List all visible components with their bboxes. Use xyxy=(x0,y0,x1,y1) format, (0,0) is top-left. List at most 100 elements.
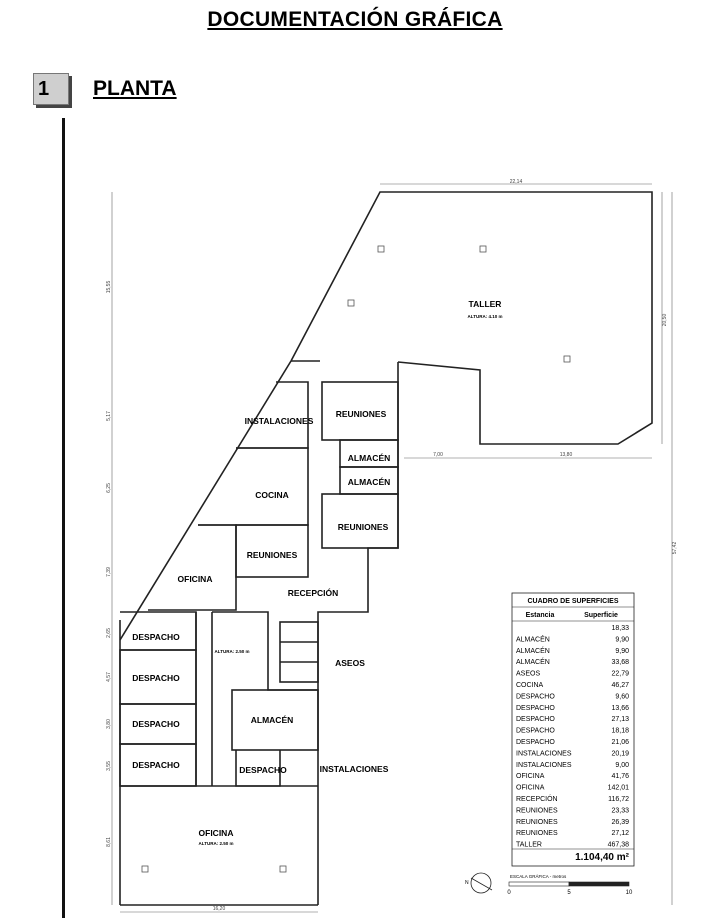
area-table-room: DESPACHO xyxy=(516,716,555,723)
area-table-col-area: Superficie xyxy=(584,612,618,619)
scale-tick-5: 5 xyxy=(567,890,571,896)
area-table-room: ALMACÉN xyxy=(516,646,550,655)
dim-left-7: 3,80 xyxy=(106,719,112,729)
almacen-3-walls xyxy=(231,689,319,751)
dimension-lines xyxy=(111,183,673,913)
plan-walls xyxy=(119,191,653,906)
area-table-value: 142,01 xyxy=(608,785,630,792)
column xyxy=(347,299,355,307)
area-table-value: 41,76 xyxy=(611,773,629,780)
despacho-1-walls xyxy=(120,611,197,651)
room-label-oficina-1: OFICINA xyxy=(178,574,213,584)
room-label-instalaciones-top: INSTALACIONES xyxy=(245,416,314,426)
aseos-walls xyxy=(279,621,319,683)
area-table-room: OFICINA xyxy=(516,773,545,780)
dim-top: 22,14 xyxy=(510,179,523,185)
room-label-reuniones-1: REUNIONES xyxy=(336,409,387,419)
area-table-room: ALMACÉN xyxy=(516,634,550,643)
dim-inner-right: 13,80 xyxy=(560,452,573,458)
area-table-value: 27,13 xyxy=(611,716,629,723)
area-table-room: ALMACÉN xyxy=(516,657,550,666)
column xyxy=(141,865,149,873)
room-label-almacen-3: ALMACÉN xyxy=(251,715,294,725)
taller-walls xyxy=(290,191,653,445)
area-table-value: 116,72 xyxy=(608,796,629,803)
area-table-value: 23,33 xyxy=(611,807,629,814)
reuniones-3-walls xyxy=(321,493,399,549)
area-table-room: COCINA xyxy=(516,682,544,689)
area-table-room: OFICINA xyxy=(516,785,545,792)
section-number: 1 xyxy=(33,73,69,105)
dim-left-5: 2,65 xyxy=(106,628,112,638)
area-table-value: 33,68 xyxy=(611,659,629,666)
scale-segment xyxy=(508,881,570,887)
dim-right-taller: 20,50 xyxy=(662,314,668,327)
section-title: PLANTA xyxy=(93,77,177,100)
east-facade xyxy=(317,440,399,780)
area-table-value: 18,33 xyxy=(611,625,629,632)
room-labels: TALLER ALTURA: 4.10 m INSTALACIONES REUN… xyxy=(132,299,502,846)
scale-tick-10: 10 xyxy=(626,890,633,896)
area-table-value: 46,27 xyxy=(611,682,629,689)
room-height-corridor: ALTURA: 2.50 m xyxy=(215,649,250,654)
room-label-recepcion: RECEPCIÓN xyxy=(288,587,339,598)
dim-left-3: 6,25 xyxy=(106,483,112,493)
dim-left-4: 7,39 xyxy=(106,567,112,577)
room-label-aseos: ASEOS xyxy=(335,658,365,668)
area-table-value: 26,39 xyxy=(611,819,629,826)
area-table-value: 22,79 xyxy=(611,671,629,678)
diagonal-facade xyxy=(119,360,292,641)
room-label-reuniones-3: REUNIONES xyxy=(338,522,389,532)
north-arrow-pointer xyxy=(470,877,493,891)
area-table-value: 9,90 xyxy=(615,636,629,643)
section-rule xyxy=(62,118,65,918)
room-label-despacho-3: DESPACHO xyxy=(132,719,180,729)
area-table-room: DESPACHO xyxy=(516,739,555,746)
area-table-value: 18,18 xyxy=(611,728,629,735)
dim-left-1: 15,55 xyxy=(106,281,112,294)
column xyxy=(479,245,487,253)
north-arrow-icon xyxy=(470,872,492,894)
area-table-room: INSTALACIONES xyxy=(516,762,572,769)
dim-left-9: 8,61 xyxy=(106,837,112,847)
area-table-room: REUNIONES xyxy=(516,807,558,814)
column xyxy=(563,355,571,363)
scale-bar: N ESCALA GRÁFICA - metros 0 5 10 xyxy=(465,872,633,896)
room-label-despacho-5: DESPACHO xyxy=(239,765,287,775)
dim-left-2: 5,17 xyxy=(106,411,112,421)
area-table-room: DESPACHO xyxy=(516,728,555,735)
area-table-value: 9,60 xyxy=(615,693,629,700)
area-table-value: 13,66 xyxy=(611,705,629,712)
area-table-room: REUNIONES xyxy=(516,830,558,837)
scale-label: ESCALA GRÁFICA - metros xyxy=(510,873,567,879)
area-table-value: 467,38 xyxy=(608,842,630,849)
column xyxy=(279,865,287,873)
room-label-taller: TALLER xyxy=(469,299,502,309)
column xyxy=(377,245,385,253)
area-table-room: ASEOS xyxy=(516,671,540,678)
room-label-oficina-2: OFICINA xyxy=(199,828,234,838)
columns xyxy=(141,245,571,873)
area-table-room: DESPACHO xyxy=(516,693,555,700)
dim-bottom: 16,20 xyxy=(213,906,226,912)
area-table-title: CUADRO DE SUPERFICIES xyxy=(527,598,618,605)
area-table-room: REUNIONES xyxy=(516,819,558,826)
area-table-room: DESPACHO xyxy=(516,705,555,712)
area-table-value: 21,06 xyxy=(611,739,629,746)
area-table-total: 1.104,40 m² xyxy=(575,852,630,863)
room-label-reuniones-2: REUNIONES xyxy=(247,550,298,560)
area-table-frame xyxy=(511,592,635,867)
room-label-almacen-2: ALMACÉN xyxy=(348,477,391,487)
scale-tick-0: 0 xyxy=(507,890,511,896)
area-table-room: TALLER xyxy=(516,842,542,849)
dim-inner-left: 7,00 xyxy=(433,452,443,458)
dim-left-6: 4,57 xyxy=(106,672,112,682)
area-table: CUADRO DE SUPERFICIES Estancia Superfici… xyxy=(511,592,635,867)
room-label-instalaciones-bottom: INSTALACIONES xyxy=(320,764,389,774)
area-table-room: INSTALACIONES xyxy=(516,750,572,757)
room-height-oficina-2: ALTURA: 2.50 m xyxy=(199,841,234,846)
room-label-despacho-4: DESPACHO xyxy=(132,760,180,770)
area-table-room: RECEPCIÓN xyxy=(516,794,558,803)
room-label-almacen-1: ALMACÉN xyxy=(348,453,391,463)
north-label: N xyxy=(465,880,469,886)
